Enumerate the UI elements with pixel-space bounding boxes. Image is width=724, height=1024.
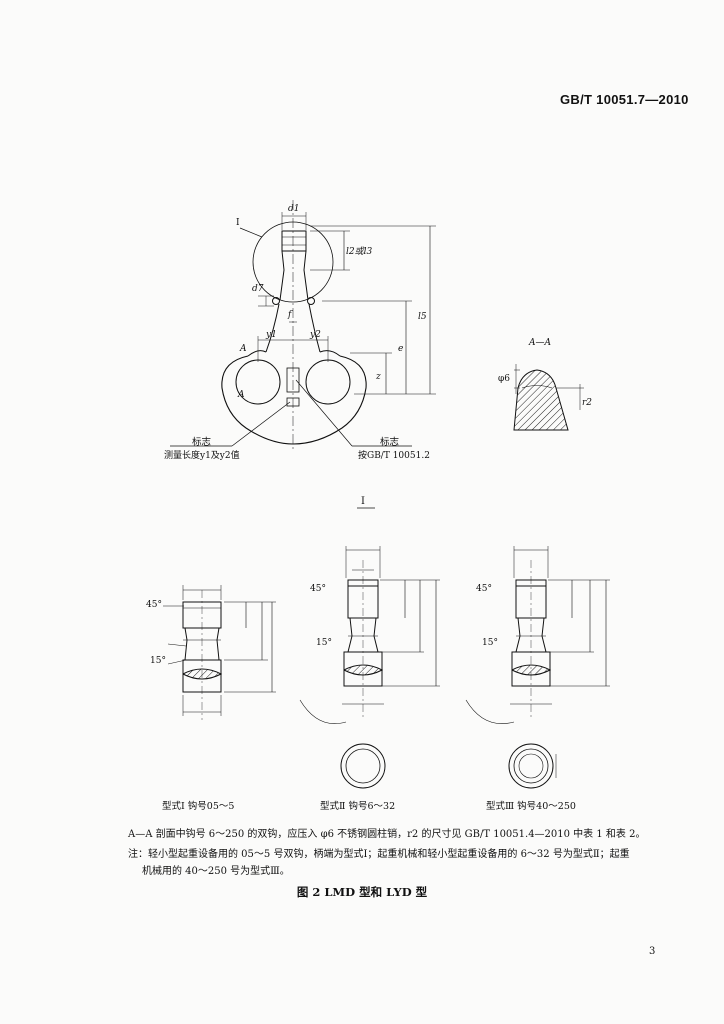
section-marker-top: A — [240, 344, 247, 354]
type1-view — [163, 585, 276, 720]
dim-y2-label: y2 — [310, 330, 321, 340]
note-paragraph: 注：轻小型起重设备用的 05～5 号双钩，柄端为型式Ⅰ；起重机械和轻小型起重设备… — [128, 846, 630, 880]
section-dia-label: φ6 — [498, 374, 511, 384]
note-line-2: 机械用的 40～250 号为型式Ⅲ。 — [142, 866, 290, 877]
note-line-1: 注：轻小型起重设备用的 05～5 号双钩，柄端为型式Ⅰ；起重机械和轻小型起重设备… — [128, 849, 630, 860]
right-hook-eye — [305, 359, 351, 405]
type2-angle-45: 45° — [310, 584, 326, 594]
type1-caption: 型式Ⅰ 钩号05～5 — [162, 801, 235, 812]
type3-angle-15: 15° — [482, 638, 498, 648]
dim-d1-label: d1 — [288, 204, 300, 214]
dim-l5-label: l5 — [418, 312, 427, 322]
section-r-label: r2 — [582, 398, 593, 408]
section-aa-label: A—A — [529, 338, 551, 348]
dim-f-label: f — [288, 310, 292, 320]
type1-angle-45: 45° — [146, 600, 162, 610]
hook-body — [221, 355, 367, 445]
type2-view — [299, 546, 440, 789]
mark-left-label: 标志 — [192, 437, 212, 448]
type1-angle-15: 15° — [150, 656, 166, 666]
page-number: 3 — [649, 946, 656, 957]
section-note: A—A 剖面中钩号 6～250 的双钩，应压入 φ6 不锈钢圆柱销，r2 的尺寸… — [128, 829, 646, 840]
dim-e-label: e — [398, 344, 404, 354]
figure-title: 图 2 LMD 型和 LYD 型 — [296, 885, 428, 899]
type2-angle-15: 15° — [316, 638, 332, 648]
dim-l2-l3-label: l2或l3 — [346, 247, 373, 257]
detail-marker: I — [236, 218, 240, 228]
type3-view — [465, 546, 610, 789]
section-marker-bottom: A — [238, 390, 245, 400]
dim-d7-label: d7 — [252, 284, 264, 294]
type2-caption: 型式Ⅱ 钩号6～32 — [320, 801, 396, 812]
standard-number: GB/T 10051.7—2010 — [560, 92, 689, 107]
shank-thread — [281, 230, 307, 252]
dim-y1-label: y1 — [266, 330, 277, 340]
mark-right-label: 标志 — [380, 437, 400, 448]
detail-heading: I — [361, 496, 365, 507]
mark-right-sub-label: 按GB/T 10051.2 — [358, 451, 430, 461]
type3-angle-45: 45° — [476, 584, 492, 594]
type3-caption: 型式Ⅲ 钩号40～250 — [486, 801, 576, 812]
dim-z-label: z — [376, 372, 381, 382]
mark-left-sub-label: 测量长度y1及y2值 — [164, 451, 240, 461]
